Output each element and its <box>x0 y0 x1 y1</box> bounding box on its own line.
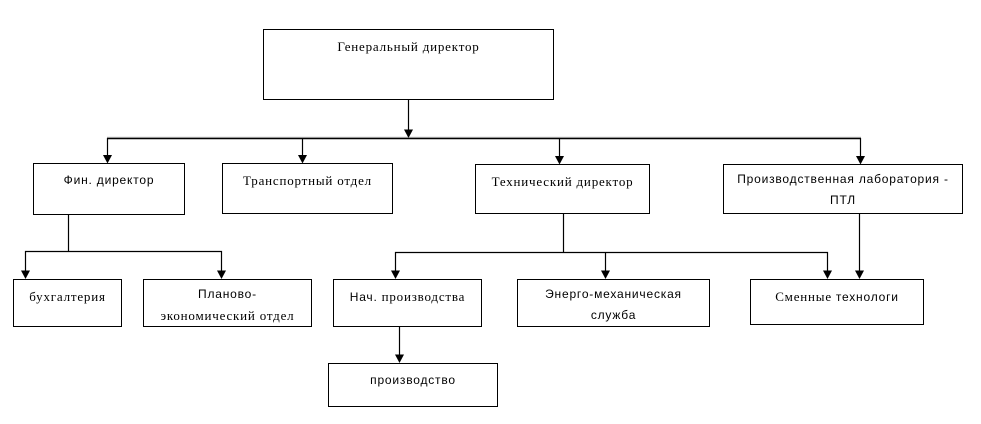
node-energy-mechanical-service: Энерго-механическая служба <box>517 279 710 327</box>
node-label: Технический директор <box>491 174 634 189</box>
node-general-director: Генеральный директор <box>263 29 554 100</box>
node-label-part1: Нач. <box>349 290 378 304</box>
node-label-line2: экономический отдел <box>160 308 295 323</box>
node-production-chief: Нач. производства <box>333 279 482 327</box>
node-technical-director: Технический директор <box>475 164 650 214</box>
node-label-part1: Сменные <box>775 289 832 304</box>
node-production: производство <box>328 363 498 407</box>
node-label-line1: Энерго-механическая <box>545 287 682 301</box>
connector-line-group <box>24 100 862 355</box>
node-accounting: бухгалтерия <box>13 279 122 327</box>
node-planning-economic-department: Планово- экономический отдел <box>143 279 312 327</box>
node-fin-director: Фин. директор <box>33 163 185 215</box>
node-label: бухгалтерия <box>29 289 106 304</box>
node-transport-department: Транспортный отдел <box>222 163 393 214</box>
node-label: Фин. директор <box>63 173 155 187</box>
node-label-line1: Производственная лаборатория - <box>737 172 949 186</box>
node-label: производство <box>370 373 456 387</box>
node-label-line2: служба <box>590 308 637 322</box>
node-label-part2: производства <box>381 289 466 304</box>
arrowhead-group <box>21 129 865 363</box>
node-production-laboratory-ptl: Производственная лаборатория - ПТЛ <box>723 164 963 214</box>
node-label: Транспортный отдел <box>243 173 372 188</box>
node-label-line2: ПТЛ <box>830 193 856 207</box>
node-label: Генеральный директор <box>337 39 480 54</box>
node-label-part2: технологи <box>835 290 899 304</box>
node-label-line1: Планово- <box>198 287 257 301</box>
node-shift-technologists: Сменные технологи <box>750 279 924 325</box>
